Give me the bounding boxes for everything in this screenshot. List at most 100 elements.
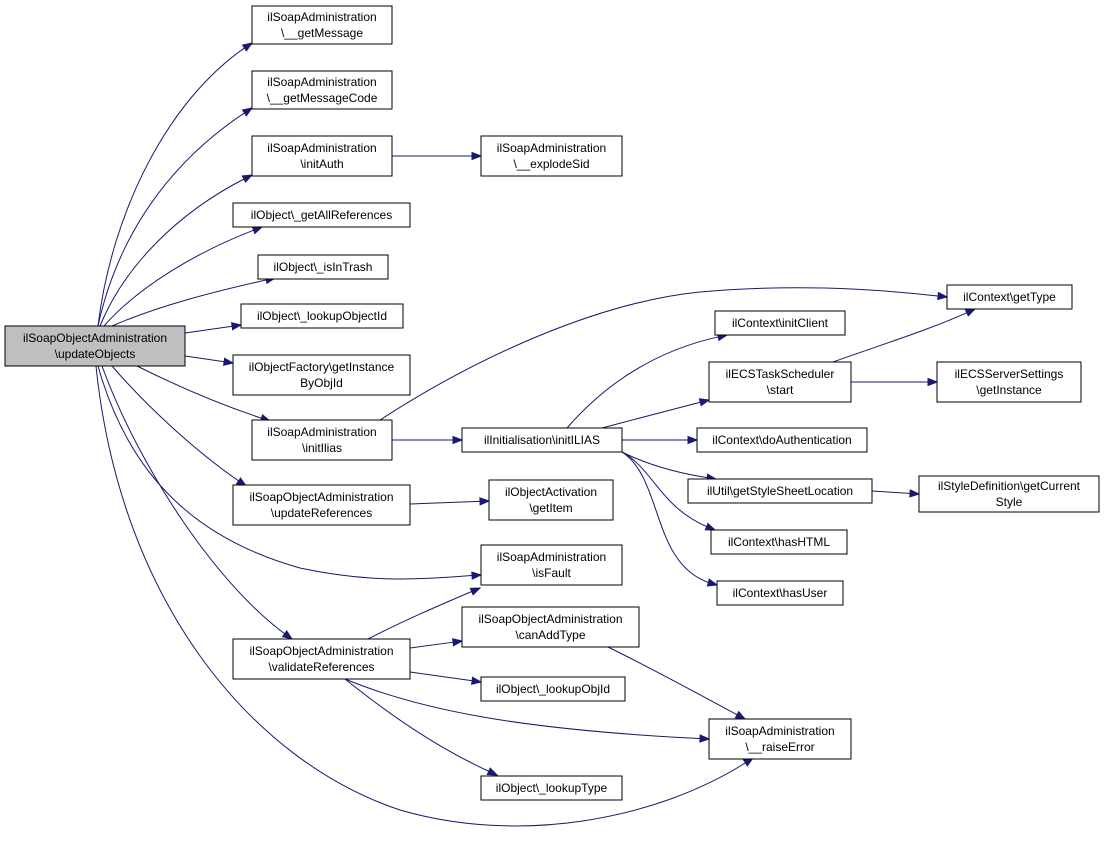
node-label-line: ilContext\getType (963, 290, 1056, 304)
edge-validaterefs-to-lookupobjid (409, 671, 483, 685)
edge-taskstart-to-serversettings (851, 377, 939, 387)
node-label-line: ilObject\_getAllReferences (251, 208, 392, 222)
node-isintrash[interactable]: ilObject\_isInTrash (257, 254, 389, 280)
edge-initilias-to-gettype (379, 287, 949, 421)
node-box (461, 427, 623, 453)
node-label-line: \start (767, 383, 794, 397)
node-label-line: ilObjectActivation (505, 485, 597, 499)
node-serversettings[interactable]: ilECSServerSettings\getInstance (936, 361, 1082, 403)
edge-line (136, 365, 271, 422)
node-initilias2[interactable]: ilInitialisation\initILIAS (461, 427, 623, 453)
node-label-line: ilContext\doAuthentication (712, 433, 851, 447)
node-label-line: \initAuth (300, 157, 343, 171)
node-box (4, 325, 186, 367)
arrowhead (706, 578, 719, 587)
node-label-line: \updateObjects (55, 347, 136, 361)
node-initilias[interactable]: ilSoapAdministration\initIlias (251, 419, 393, 461)
edge-root-to-getinstancebyobjid (184, 355, 235, 366)
arrowhead (937, 291, 949, 301)
node-label-line: Style (996, 495, 1023, 509)
node-label-line: ilSoapObjectAdministration (23, 331, 167, 345)
node-label-line: \updateReferences (271, 506, 372, 520)
edge-root-to-lookupobjectid (184, 322, 243, 334)
edges-layer (95, 42, 977, 827)
arrowhead (471, 676, 483, 685)
node-lookupobjid[interactable]: ilObject\_lookupObjId (480, 676, 626, 702)
node-stylesheet[interactable]: ilUtil\getStyleSheetLocation (687, 478, 873, 504)
arrowhead (471, 571, 483, 580)
node-validaterefs[interactable]: ilSoapObjectAdministration\validateRefer… (232, 638, 411, 680)
node-lookuptype[interactable]: ilObject\_lookupType (480, 775, 623, 801)
arrowhead (222, 357, 235, 366)
node-label-line: ilSoapAdministration (267, 141, 376, 155)
edge-line (95, 365, 754, 827)
edge-initilias2-to-hashtml (621, 451, 717, 531)
edge-root-to-getmessagecode (97, 107, 254, 327)
node-box (232, 484, 411, 526)
node-box (488, 479, 614, 521)
node-taskstart[interactable]: ilECSTaskScheduler\start (708, 361, 852, 403)
node-initauth[interactable]: ilSoapAdministration \initAuth (251, 135, 393, 177)
node-label-line: \canAddType (515, 628, 585, 642)
arrowhead (230, 322, 243, 331)
edge-initilias-to-initilias2 (392, 435, 464, 445)
edge-validaterefs-to-canaddtype (409, 638, 464, 649)
node-label-line: ilECSServerSettings (955, 367, 1064, 381)
node-box (251, 5, 393, 45)
node-label-line: ilObject\_lookupObjectId (257, 309, 387, 323)
node-hasuser[interactable]: ilContext\hasUser (716, 580, 844, 606)
edge-line (344, 678, 498, 776)
node-getitem[interactable]: ilObjectActivation \getItem (488, 479, 614, 521)
node-box (708, 718, 852, 760)
edge-root-to-updaterefs (111, 365, 248, 487)
node-hashtml[interactable]: ilContext\hasHTML (710, 529, 848, 555)
node-gettype[interactable]: ilContext\getType (946, 284, 1073, 310)
node-isfault[interactable]: ilSoapAdministration\isFault (480, 544, 623, 586)
node-box (946, 284, 1073, 310)
node-label-line: \__getMessage (281, 26, 363, 40)
edge-line (111, 277, 276, 327)
node-explodesid[interactable]: ilSoapAdministration \__explodeSid (480, 135, 623, 177)
node-label-line: ilSoapObjectAdministration (249, 490, 393, 504)
node-lookupobjectid[interactable]: ilObject\_lookupObjectId (240, 303, 404, 329)
nodes-layer: ilSoapObjectAdministration \updateObjects… (4, 5, 1100, 801)
node-updaterefs[interactable]: ilSoapObjectAdministration \updateReferen… (232, 484, 411, 526)
arrowhead (698, 398, 711, 407)
node-label-line: ilInitialisation\initILIAS (484, 433, 600, 447)
node-label-line: ilSoapAdministration (497, 141, 606, 155)
arrowhead (687, 435, 699, 445)
edge-root-to-validaterefs (101, 365, 294, 640)
node-label-line: \__explodeSid (513, 157, 589, 171)
node-root[interactable]: ilSoapObjectAdministration \updateObjects (4, 325, 186, 367)
arrowhead (734, 710, 747, 720)
edge-line (344, 678, 710, 740)
arrowhead (964, 308, 977, 317)
arrowhead (699, 734, 711, 743)
edge-line (101, 365, 293, 640)
node-box (251, 70, 393, 110)
edge-line (97, 365, 482, 580)
node-box (251, 135, 393, 177)
node-label-line: \getItem (529, 501, 572, 515)
node-doauth[interactable]: ilContext\doAuthentication (696, 427, 868, 453)
node-box (232, 354, 411, 396)
arrowhead (486, 767, 499, 776)
edge-line (379, 287, 948, 421)
node-canaddtype[interactable]: ilSoapObjectAdministration \canAddType (461, 606, 640, 648)
node-label-line: ilSoapAdministration (725, 724, 834, 738)
edge-line (97, 42, 253, 327)
edge-canaddtype-to-raiseerror (607, 646, 747, 720)
edge-line (111, 365, 247, 487)
edge-line (367, 587, 481, 640)
node-getallreferences[interactable]: ilObject\_getAllReferences (232, 202, 411, 228)
edge-line (99, 174, 253, 327)
node-getmessage[interactable]: ilSoapAdministration\__getMessage (251, 5, 393, 45)
node-raiseerror[interactable]: ilSoapAdministration\__raiseError (708, 718, 852, 760)
node-getmessagecode[interactable]: ilSoapAdministration\__getMessageCode (251, 70, 393, 110)
node-initclient[interactable]: ilContext\initClient (714, 310, 846, 336)
node-label-line: ilSoapObjectAdministration (478, 612, 622, 626)
node-label-line: \initIlias (302, 441, 342, 455)
